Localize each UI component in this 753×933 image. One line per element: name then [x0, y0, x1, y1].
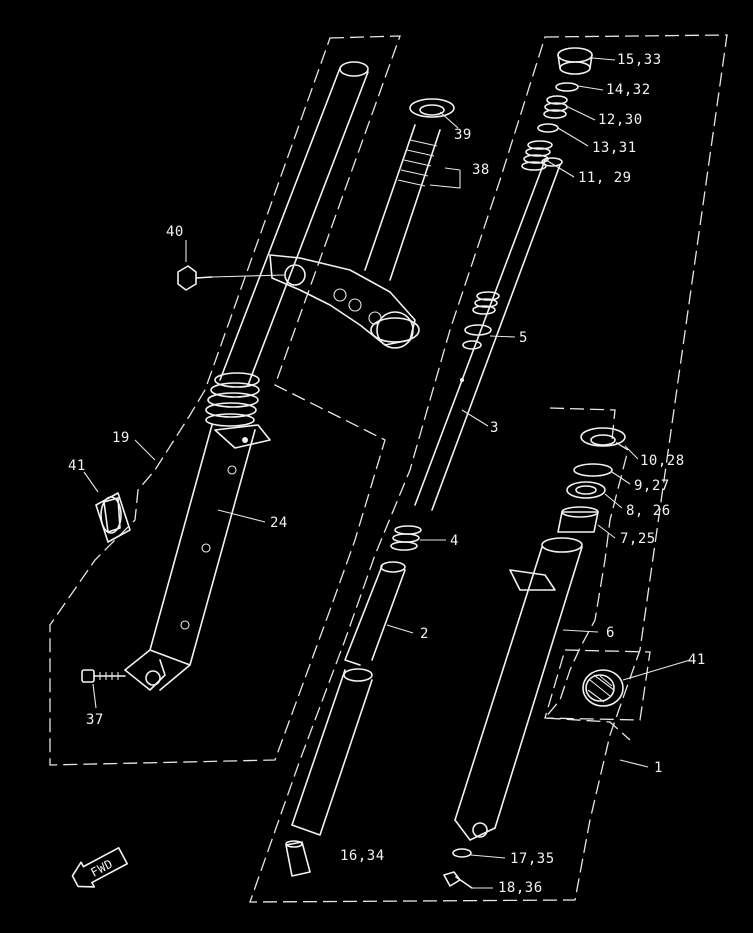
clip-9	[573, 463, 613, 477]
ring-5	[464, 324, 492, 336]
callout-7-25: 7,25	[620, 531, 656, 547]
callout-1: 1	[654, 760, 663, 776]
callout-39: 39	[454, 127, 472, 143]
stem-ring-39	[409, 98, 455, 118]
inner-lower-tube	[291, 669, 373, 836]
callout-4: 4	[450, 533, 459, 549]
spring-11	[521, 140, 553, 171]
callout-3: 3	[490, 420, 499, 436]
stem-threads	[397, 139, 438, 187]
callout-8-26: 8, 26	[626, 503, 671, 519]
left-outer-leg	[124, 424, 256, 691]
callout-41-right: 41	[688, 652, 706, 668]
callout-14-32: 14,32	[606, 82, 651, 98]
bolt-37	[81, 669, 126, 683]
spring-4	[390, 525, 422, 551]
callout-13-31: 13,31	[592, 140, 637, 156]
right-fork-group-outline	[249, 34, 728, 903]
fwd-arrow-icon	[71, 847, 128, 888]
washer-17	[452, 848, 472, 858]
right-axle-hole	[472, 822, 488, 838]
callout-38: 38	[472, 162, 490, 178]
fwd-direction-badge: FWD	[71, 847, 128, 888]
callout-5: 5	[519, 330, 528, 346]
washer-13	[537, 123, 559, 133]
outer-tube-group-outline	[543, 407, 631, 741]
right-outer-tube-assembly	[443, 427, 626, 889]
callout-2: 2	[420, 626, 429, 642]
cap-41-outline	[544, 649, 651, 721]
group-outlines	[49, 34, 728, 903]
rod-spring-mid	[472, 291, 500, 315]
fwd-label: FWD	[88, 857, 115, 880]
bracket-clamp-left	[284, 264, 306, 286]
inner-tube-top	[339, 61, 369, 77]
cap-bolt-15	[557, 47, 593, 63]
o-ring-14	[555, 82, 579, 92]
bracket-clamp-right	[376, 311, 414, 349]
callout-18-36: 18,36	[498, 880, 543, 896]
callout-labels: 15,33 14,32 12,30 13,31 11, 29 39 38 40 …	[68, 52, 706, 896]
callout-41-left: 41	[68, 458, 86, 474]
callout-12-30: 12,30	[598, 112, 643, 128]
callout-16-34: 16,34	[340, 848, 385, 864]
callout-19: 19	[112, 430, 130, 446]
callout-17-35: 17,35	[510, 851, 555, 867]
callout-11-29: 11, 29	[578, 170, 632, 186]
damper-rod-assembly	[285, 140, 563, 877]
callout-6: 6	[606, 625, 615, 641]
washer-7	[557, 511, 599, 533]
damper-rod-3	[414, 159, 561, 511]
inner-tube-long	[219, 67, 369, 386]
right-caliper-mount	[509, 569, 556, 591]
callout-9-27: 9,27	[634, 478, 670, 494]
cap-41-left	[95, 492, 131, 543]
callout-15-33: 15,33	[617, 52, 662, 68]
callout-40: 40	[166, 224, 184, 240]
bolt-18	[443, 871, 473, 889]
slide-tube-2	[344, 565, 406, 666]
left-fork-group-outline	[49, 35, 401, 766]
callout-37: 37	[86, 712, 104, 728]
left-fork-assembly	[81, 61, 369, 691]
dust-seal-10	[580, 427, 626, 447]
callout-24: 24	[270, 515, 288, 531]
bolt-40	[177, 265, 286, 291]
cap-41-right	[582, 669, 624, 707]
spacer-12	[543, 95, 568, 119]
steering-stem-38	[364, 124, 441, 281]
left-axle-hole	[145, 670, 161, 686]
left-brake-bracket	[214, 424, 271, 449]
oil-lock-16	[285, 841, 311, 877]
oil-seal-8	[566, 481, 606, 499]
fork-bracket-assembly	[177, 98, 455, 349]
top-cap-parts	[537, 47, 593, 133]
leader-lines	[83, 57, 691, 889]
outer-tube-6	[454, 546, 583, 829]
callout-10-28: 10,28	[640, 453, 685, 469]
left-seal-coils	[205, 372, 260, 427]
